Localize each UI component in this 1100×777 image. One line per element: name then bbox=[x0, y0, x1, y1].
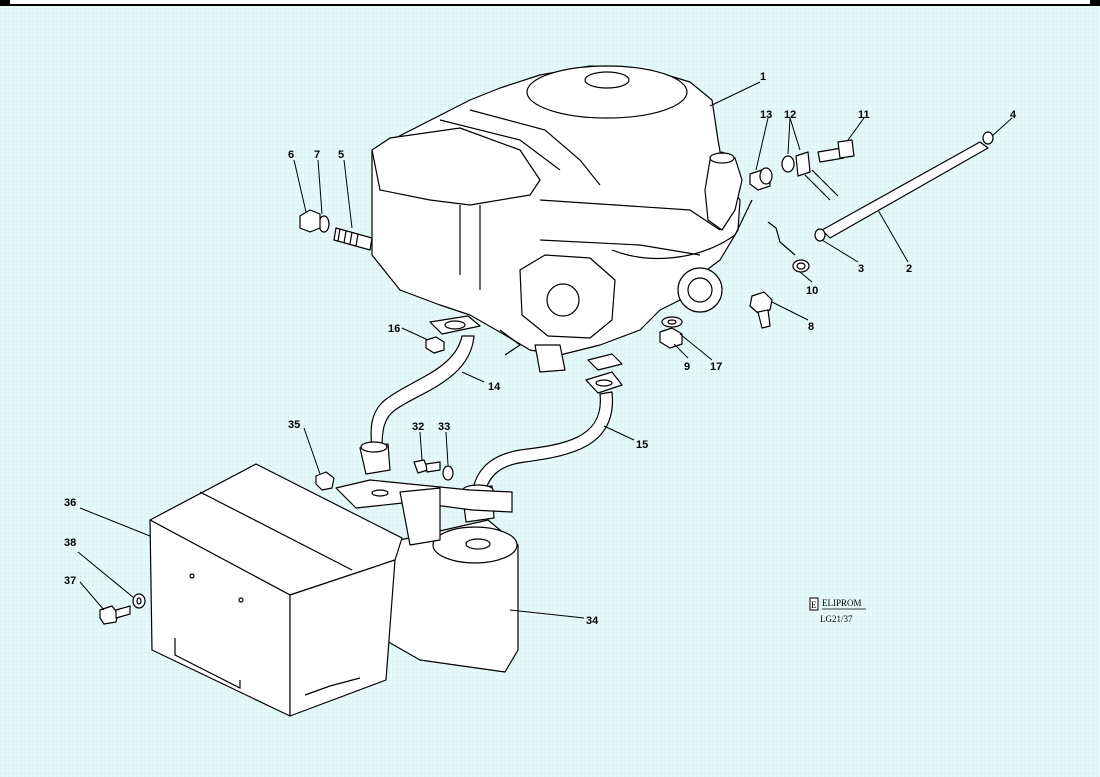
nut-part-16 bbox=[425, 336, 445, 354]
spring-part-10 bbox=[767, 221, 810, 273]
bolt-part-32 bbox=[413, 459, 441, 474]
callout-4: 4 bbox=[1010, 109, 1017, 121]
washer-part-17 bbox=[661, 316, 683, 328]
cable-part-2 bbox=[821, 141, 989, 239]
callout-34: 34 bbox=[586, 615, 599, 627]
screw-part-37 bbox=[99, 605, 131, 625]
callout-6: 6 bbox=[288, 149, 294, 161]
callout-36: 36 bbox=[64, 497, 76, 509]
bolt-part-8 bbox=[749, 291, 773, 329]
logo-code: LG21/37 bbox=[820, 614, 853, 624]
logo-brand-mark: E bbox=[811, 600, 817, 610]
heat-shield-part-36 bbox=[149, 463, 403, 717]
callout-12: 12 bbox=[784, 109, 796, 121]
callout-17: 17 bbox=[710, 361, 722, 373]
callout-10: 10 bbox=[806, 285, 818, 297]
callout-3: 3 bbox=[858, 263, 864, 275]
callout-1: 1 bbox=[760, 71, 766, 83]
callout-7: 7 bbox=[314, 149, 320, 161]
callout-15: 15 bbox=[636, 439, 648, 451]
callout-8: 8 bbox=[808, 321, 814, 333]
callout-labels: 1 2 3 4 5 6 7 8 9 10 11 12 13 14 15 16 1… bbox=[64, 71, 1017, 627]
callout-13: 13 bbox=[760, 109, 772, 121]
callout-16: 16 bbox=[388, 323, 400, 335]
engine-part-1 bbox=[371, 65, 753, 373]
bolt-part-11 bbox=[804, 139, 855, 201]
washer-part-38 bbox=[132, 593, 146, 609]
callout-35: 35 bbox=[288, 419, 300, 431]
callout-11: 11 bbox=[858, 109, 870, 121]
muffler-part-34 bbox=[335, 479, 519, 673]
eliprom-logo: E ELIPROM LG21/37 bbox=[809, 597, 866, 624]
callout-32: 32 bbox=[412, 421, 424, 433]
nut-part-6 bbox=[299, 209, 321, 233]
clip-part-3 bbox=[814, 228, 826, 242]
clip-part-4 bbox=[982, 131, 994, 145]
top-border-inner bbox=[10, 0, 1090, 4]
exhaust-pipe-14 bbox=[359, 315, 481, 475]
leader-lines bbox=[77, 81, 1013, 619]
callout-2: 2 bbox=[906, 263, 912, 275]
nut-part-35 bbox=[315, 471, 335, 491]
callout-33: 33 bbox=[438, 421, 450, 433]
washer-part-33 bbox=[442, 465, 454, 481]
nut-part-9 bbox=[659, 327, 683, 349]
washer-part-12 bbox=[759, 151, 811, 185]
stud-part-5 bbox=[333, 227, 373, 251]
logo-name: ELIPROM bbox=[822, 598, 862, 608]
callout-38: 38 bbox=[64, 537, 76, 549]
callout-14: 14 bbox=[488, 381, 501, 393]
callout-37: 37 bbox=[64, 575, 76, 587]
callout-5: 5 bbox=[338, 149, 344, 161]
callout-9: 9 bbox=[684, 361, 690, 373]
